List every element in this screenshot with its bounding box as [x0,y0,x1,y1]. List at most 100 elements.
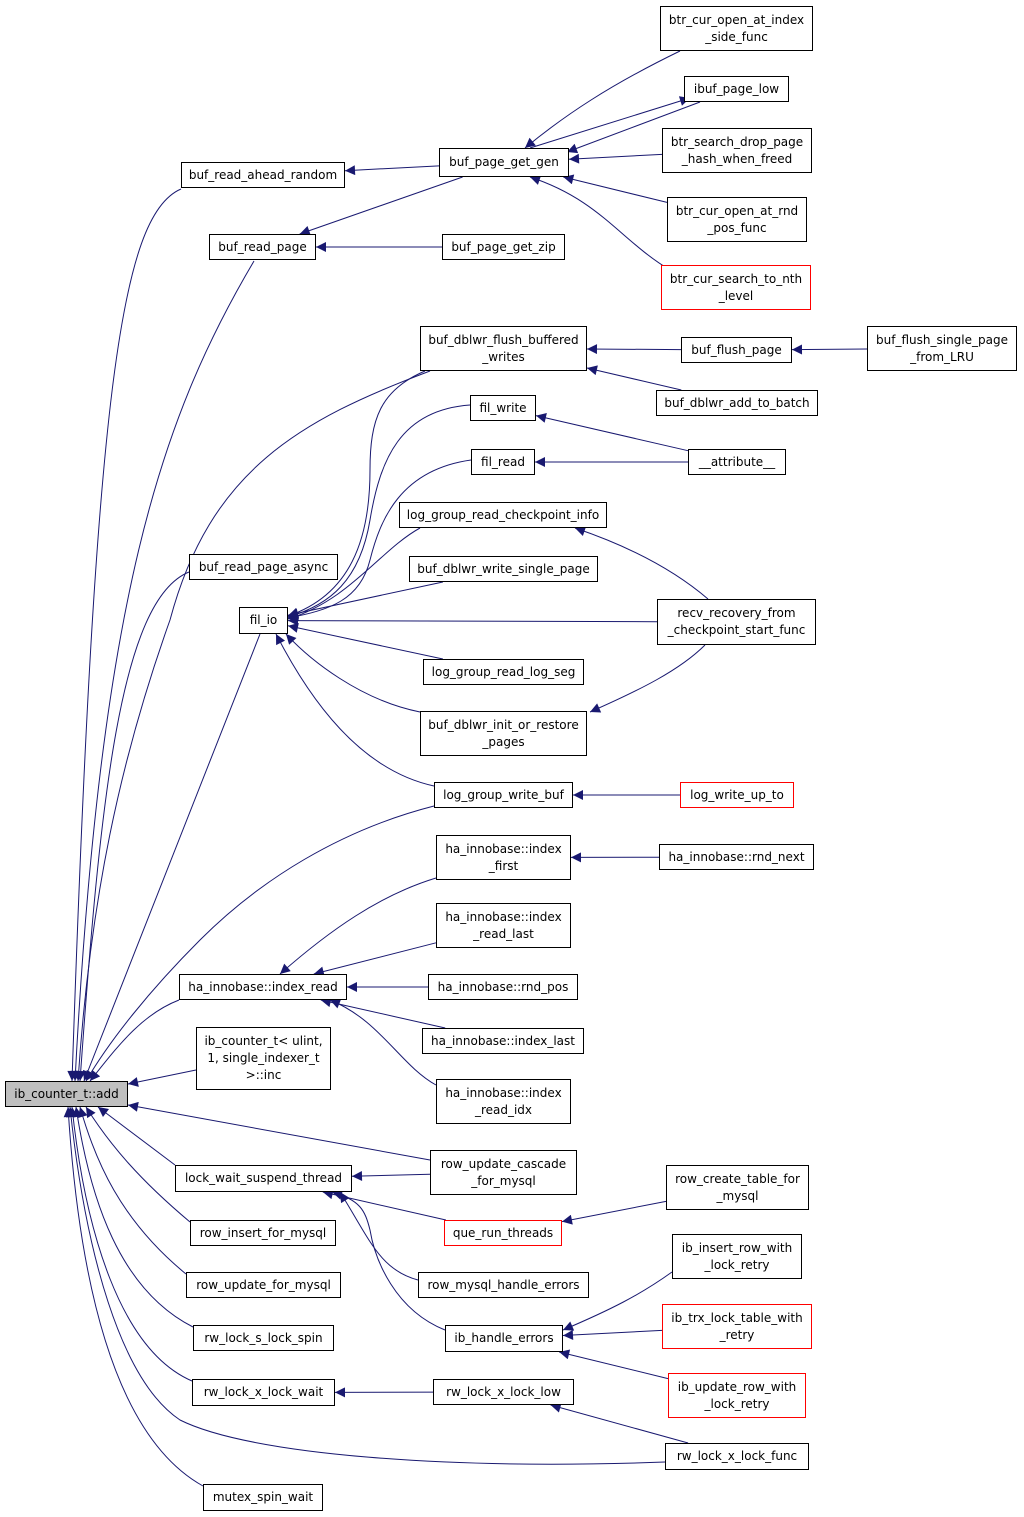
node-label-line: que_run_threads [452,1225,554,1240]
node-row-insert-for-mysql[interactable]: row_insert_for_mysql [190,1220,336,1246]
node-label-line: _hash_when_freed [681,151,793,166]
edge-ib-insert-row-with-lock-retry-to-ib-handle-errors [562,1271,673,1331]
node-btr-cur-search-to-nth-level[interactable]: btr_cur_search_to_nth_level [661,265,811,310]
node-btr-cur-open-at-rnd-pos-func[interactable]: btr_cur_open_at_rnd_pos_func [667,197,807,242]
edge-buf-dblwr-init-or-restore-pages-to-fil-io [285,633,421,713]
node-buf-flush-single-page-from-lru[interactable]: buf_flush_single_page_from_LRU [867,326,1017,371]
edge-row-mysql-handle-errors-to-lock-wait-suspend-thread [339,1191,419,1281]
node-label-line: buf_dblwr_init_or_restore [428,717,579,732]
node-label-line: _side_func [705,29,768,44]
node-fil-io[interactable]: fil_io [239,607,288,634]
node-log-group-write-buf[interactable]: log_group_write_buf [434,782,573,808]
edge-ibuf-page-low-to-buf-page-get-gen [566,101,701,154]
edge-row-update-cascade-for-mysql-to-root [127,1101,431,1161]
edge-buf-page-get-gen-to-buf-read-page [299,176,463,236]
node-ha-innobase-rnd-next[interactable]: ha_innobase::rnd_next [659,844,814,870]
node-rw-lock-x-lock-wait[interactable]: rw_lock_x_lock_wait [192,1379,335,1406]
node-label-line: fil_io [249,613,278,627]
node-que-run-threads[interactable]: que_run_threads [444,1220,562,1246]
node-label-line: _pages [482,734,525,749]
node-lock-wait-suspend-thread[interactable]: lock_wait_suspend_thread [175,1165,352,1192]
node-buf-read-ahead-random[interactable]: buf_read_ahead_random [181,162,345,188]
node-label-line: ib_handle_errors [454,1331,554,1345]
edge-buf-read-page-to-root [70,260,255,1082]
node-label-line: buf_page_get_zip [451,239,556,254]
node-label-line: __attribute__ [698,454,776,469]
node-label-line: buf_flush_single_page [876,332,1008,347]
node-label-line: log_group_read_checkpoint_info [406,507,600,522]
node-mutex-spin-wait[interactable]: mutex_spin_wait [203,1484,323,1511]
node-buf-read-page[interactable]: buf_read_page [209,234,316,260]
node-ha-innobase-index-read-last[interactable]: ha_innobase::index_read_last [436,903,571,948]
node-ha-innobase-index-first[interactable]: ha_innobase::index_first [436,835,571,880]
node-label-line: ib_trx_lock_table_with [671,1310,803,1325]
node-label-line: btr_cur_open_at_rnd [675,203,799,218]
node-label-line: fil_read [481,454,525,469]
node-label-line: btr_search_drop_page [670,134,804,149]
node-buf-dblwr-write-single-page[interactable]: buf_dblwr_write_single_page [409,556,598,582]
node-log-group-read-log-seg[interactable]: log_group_read_log_seg [423,659,584,685]
node-row-update-cascade-for-mysql[interactable]: row_update_cascade_for_mysql [430,1150,577,1195]
node-label-line: btr_cur_search_to_nth [669,271,803,286]
node-label-line: _writes [482,349,525,364]
node-ib-insert-row-with-lock-retry[interactable]: ib_insert_row_with_lock_retry [672,1234,802,1279]
edge-buf-dblwr-flush-buffered-writes-to-fil-io [287,370,426,618]
root-node: ib_counter_t::add [5,1081,128,1107]
node-fil-read[interactable]: fil_read [471,449,535,475]
node-buf-flush-page[interactable]: buf_flush_page [681,337,792,363]
node-buf-dblwr-flush-buffered-writes[interactable]: buf_dblwr_flush_buffered _writes [420,326,587,371]
node-recv-recovery-from-checkpoint-start-func[interactable]: recv_recovery_from_checkpoint_start_func [657,599,816,645]
node-log-write-up-to[interactable]: log_write_up_to [680,782,794,808]
node-label-line: ha_innobase::index_read [188,979,338,994]
edge-buf-flush-single-page-from-lru-to-buf-flush-page [791,344,868,355]
node-label-line: rw_lock_s_lock_spin [204,1330,323,1345]
node-ha-innobase-index-read[interactable]: ha_innobase::index_read [179,974,347,1000]
node-label-line: ha_innobase::index_last [430,1033,575,1048]
node-ibuf-page-low[interactable]: ibuf_page_low [684,76,789,102]
node-label-line: buf_dblwr_write_single_page [417,561,590,576]
edge-ha-innobase-index-last-to-ha-innobase-index-read [320,997,446,1029]
node-ha-innobase-index-last[interactable]: ha_innobase::index_last [422,1028,584,1054]
node-ib-trx-lock-table-with-retry[interactable]: ib_trx_lock_table_with_retry [662,1304,812,1349]
edge-log-group-write-buf-to-fil-io [275,633,435,787]
node-ib-handle-errors[interactable]: ib_handle_errors [445,1325,563,1352]
node-rw-lock-x-lock-func[interactable]: rw_lock_x_lock_func [665,1443,809,1470]
node-label-line: ib_counter_t< ulint, [204,1034,323,1048]
node-label-line: fil_write [479,400,527,415]
node-ha-innobase-rnd-pos[interactable]: ha_innobase::rnd_pos [428,974,578,1000]
edge-buf-flush-page-to-buf-dblwr-flush-buffered-writes [586,344,682,355]
node-buf-page-get-gen[interactable]: buf_page_get_gen [439,148,569,177]
node-label-line: _read_last [473,926,534,941]
node-row-update-for-mysql[interactable]: row_update_for_mysql [186,1272,341,1298]
node-ha-innobase-index-read-idx[interactable]: ha_innobase::index_read_idx [436,1079,571,1124]
node-label-line: ha_innobase::rnd_next [668,849,805,864]
node-buf-dblwr-init-or-restore-pages[interactable]: buf_dblwr_init_or_restore _pages [420,711,587,756]
edge-buf-dblwr-flush-buffered-writes-to-root [73,370,431,1082]
node-buf-page-get-zip[interactable]: buf_page_get_zip [442,234,565,260]
node-ib-counter-inc[interactable]: ib_counter_t< ulint,1, single_indexer_t>… [196,1027,331,1090]
node-fil-write[interactable]: fil_write [470,395,536,421]
node-btr-search-drop-page-hash-when-freed[interactable]: btr_search_drop_page _hash_when_freed [662,128,812,173]
node-rw-lock-x-lock-low[interactable]: rw_lock_x_lock_low [433,1379,574,1405]
edge-ha-innobase-index-read-to-root [89,999,180,1082]
edge-fil-io-to-root [83,633,261,1082]
node-attribute[interactable]: __attribute__ [688,449,786,475]
edge-buf-page-get-gen-to-buf-read-ahead-random [344,165,440,176]
node-label-line: log_write_up_to [690,787,784,802]
edge-row-create-table-for-mysql-to-que-run-threads [561,1200,667,1225]
node-btr-cur-open-at-index-side-func[interactable]: btr_cur_open_at_index_side_func [660,6,813,51]
node-row-create-table-for-mysql[interactable]: row_create_table_for_mysql [666,1165,809,1210]
edge-ib-counter-inc-to-root [127,1069,197,1087]
node-label-line: buf_dblwr_flush_buffered [428,332,579,347]
node-label-line: ib_insert_row_with [681,1240,793,1255]
node-ib-update-row-with-lock-retry[interactable]: ib_update_row_with_lock_retry [668,1373,806,1418]
edge-row-update-for-mysql-to-root [77,1106,187,1275]
node-buf-dblwr-add-to-batch[interactable]: buf_dblwr_add_to_batch [656,390,818,416]
node-row-mysql-handle-errors[interactable]: row_mysql_handle_errors [418,1272,589,1298]
node-label-line: log_group_write_buf [443,787,564,802]
node-rw-lock-s-lock-spin[interactable]: rw_lock_s_lock_spin [193,1325,334,1351]
node-log-group-read-checkpoint-info[interactable]: log_group_read_checkpoint_info [399,502,607,528]
node-buf-read-page-async[interactable]: buf_read_page_async [189,554,338,580]
node-label-line: _for_mysql [471,1173,536,1188]
node-label-line: buf_read_page_async [198,559,329,574]
